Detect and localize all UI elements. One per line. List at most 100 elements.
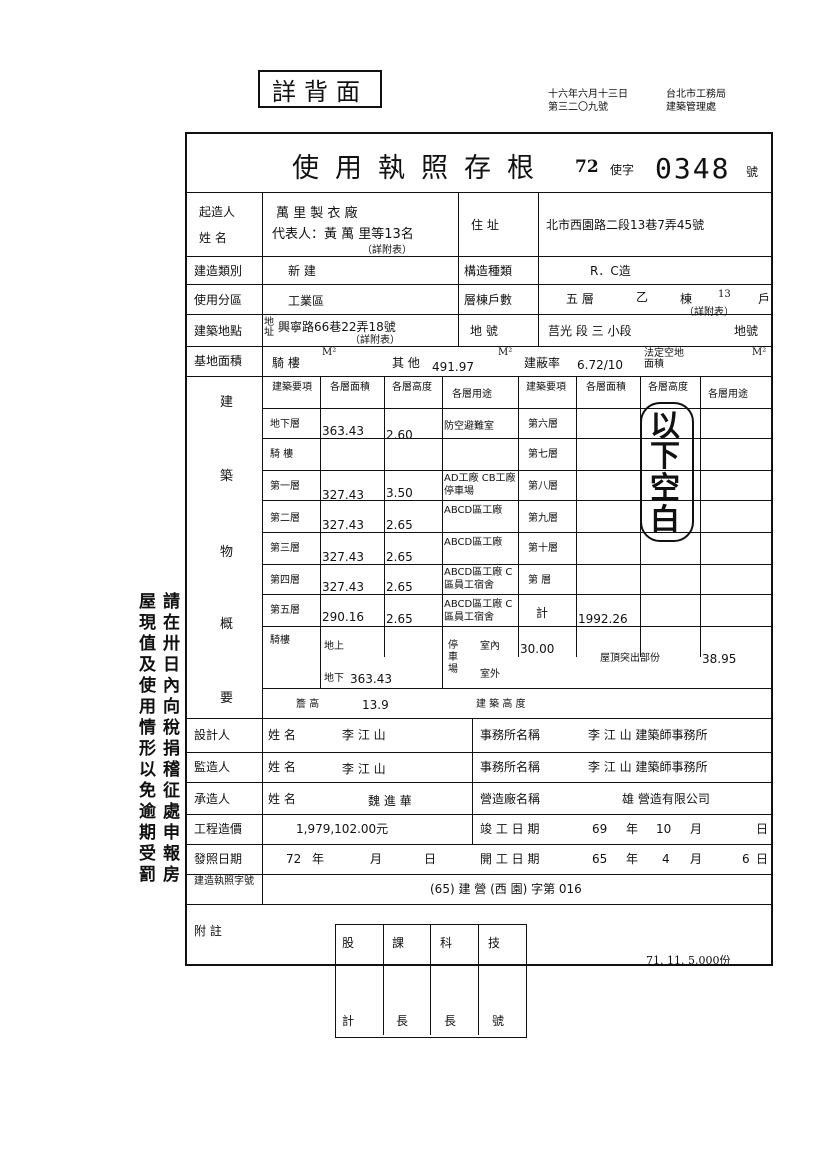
- applicant-address: 北市西園路二段13巷7弄45號: [546, 218, 705, 232]
- label-indoor: 室內: [480, 641, 500, 652]
- label-name: 姓 名: [199, 231, 227, 245]
- year-char: 年: [312, 852, 325, 866]
- floor-name: 地下層: [270, 419, 300, 430]
- supervisor-office: 李 江 山 建築師事務所: [588, 760, 708, 774]
- outline-char: 要: [220, 691, 234, 706]
- floor-use: 防空避難室: [444, 421, 494, 432]
- print-info: 71. 11. 5,000份: [646, 954, 731, 967]
- floor-area: 327.43: [322, 580, 364, 594]
- contractor-firm: 雄 營造有限公司: [622, 792, 710, 806]
- year-char: 年: [626, 822, 639, 836]
- structure-value: R．C造: [590, 264, 631, 278]
- site-note: （詳附表）: [350, 335, 400, 346]
- side-note-col2: 屋現值及使用情形以免逾期受罰: [135, 592, 155, 886]
- label-complete: 竣 工 日 期: [480, 822, 540, 836]
- label-surname: 姓 名: [268, 792, 296, 806]
- detail-back-stamp: 詳背面: [258, 70, 382, 108]
- floor-area: 327.43: [322, 488, 364, 502]
- floors-value: 五 層: [566, 292, 594, 306]
- floor-use: AD工廠 CB工廠停車場: [444, 473, 516, 497]
- label-address: 住 址: [471, 218, 499, 232]
- contractor-name: 魏 進 華: [368, 794, 412, 808]
- indoor-parking: 30.00: [520, 642, 555, 656]
- label-surname: 姓 名: [268, 728, 296, 742]
- applicant-rep: 代表人：黃 萬 里等13名: [272, 227, 414, 242]
- right-floor: 第七層: [528, 449, 558, 460]
- sign-label: 長: [396, 1014, 409, 1028]
- floor-name: 第二層: [270, 513, 300, 524]
- label-eaves: 簷 高: [296, 699, 320, 710]
- floor-name: 第四層: [270, 575, 300, 586]
- year-char: 年: [626, 852, 639, 866]
- floor-use: ABCD區工廠 C區員工宿舍: [444, 567, 513, 591]
- floor-name: 第三層: [270, 543, 300, 554]
- col-use-right: 各層用途: [708, 389, 748, 400]
- permit-no-value: (65) 建 營 (西 園) 字第 016: [430, 882, 582, 896]
- designer-office: 李 江 山 建築師事務所: [588, 728, 708, 742]
- sign-col: 課: [392, 936, 405, 950]
- label-notes: 附 註: [194, 924, 222, 938]
- label-bld-height: 建 築 高 度: [476, 699, 526, 710]
- permit-char: 使字: [610, 163, 635, 177]
- start-year: 65: [592, 852, 608, 866]
- office-seal: 台北市工務局 建築管理處: [666, 88, 766, 114]
- annotation-char: 以: [650, 409, 680, 444]
- units-label: 棟: [680, 292, 693, 306]
- permit-suffix: 號: [746, 165, 759, 179]
- month-char: 月: [690, 852, 703, 866]
- sign-label: 號: [492, 1014, 505, 1028]
- sign-col: 科: [440, 936, 453, 950]
- label-start: 開 工 日 期: [480, 852, 540, 866]
- label-build-type: 建造類別: [194, 264, 243, 278]
- basement-total: 363.43: [350, 672, 392, 686]
- label-firm: 營造廠名稱: [480, 792, 541, 806]
- cost-value: 1,979,102.00元: [296, 822, 389, 836]
- sign-col: 股: [342, 936, 355, 950]
- start-day: 6: [742, 852, 750, 866]
- floor-name: 第五層: [270, 605, 300, 616]
- right-floor: 第八層: [528, 481, 558, 492]
- rooftop-value: 38.95: [702, 652, 737, 666]
- label-floors-units: 層棟戶數: [464, 293, 513, 307]
- right-floor: 第十層: [528, 543, 558, 554]
- signature-box: [335, 924, 527, 1038]
- permit-year: 72: [286, 852, 302, 866]
- label-office: 事務所名稱: [480, 760, 541, 774]
- right-floor: 第六層: [528, 419, 558, 430]
- col-height: 各層高度: [392, 382, 432, 393]
- land-suffix: 地號: [734, 324, 759, 338]
- label-permit-date: 發照日期: [194, 852, 243, 866]
- floor-area: 327.43: [322, 518, 364, 532]
- label-parking: 停車場: [448, 640, 458, 675]
- day-char: 日: [756, 822, 769, 836]
- label-rooftop: 屋頂突出部份: [600, 653, 660, 664]
- floor-height: 2.65: [386, 518, 413, 532]
- floor-area: 327.43: [322, 550, 364, 564]
- floor-area: 363.43: [322, 424, 364, 438]
- col-floor: 建築要項: [272, 382, 312, 393]
- applicant-name: 萬 里 製 衣 廠: [276, 206, 358, 221]
- annotation-bracket: [640, 402, 694, 542]
- label-site: 建築地點: [194, 324, 243, 338]
- right-floor: 第 層: [528, 575, 552, 586]
- day-char: 日: [756, 852, 769, 866]
- total-area: 1992.26: [578, 612, 628, 626]
- label-open-space: 法定空地面積: [644, 348, 684, 370]
- floor-name: 騎 樓: [270, 449, 294, 460]
- label-contractor: 承造人: [194, 792, 231, 806]
- units-note: （詳附表）: [684, 307, 734, 318]
- outline-char: 物: [220, 545, 234, 560]
- usage-permit-form: [185, 132, 773, 966]
- day-char: 日: [424, 852, 437, 866]
- floor-height: 2.65: [386, 550, 413, 564]
- start-month: 4: [662, 852, 670, 866]
- right-floor: 第九層: [528, 513, 558, 524]
- permit-number: 0348: [655, 152, 731, 185]
- form-title: 使用執照存根: [292, 153, 550, 184]
- m2-unit: M²: [498, 347, 513, 358]
- supervisor-name: 李 江 山: [342, 762, 386, 776]
- sign-left-label: 計: [342, 1014, 355, 1028]
- annotation-char: 白: [650, 503, 680, 538]
- label-office: 事務所名稱: [480, 728, 541, 742]
- received-seal: 十六年六月十三日 第三二〇九號: [548, 88, 658, 114]
